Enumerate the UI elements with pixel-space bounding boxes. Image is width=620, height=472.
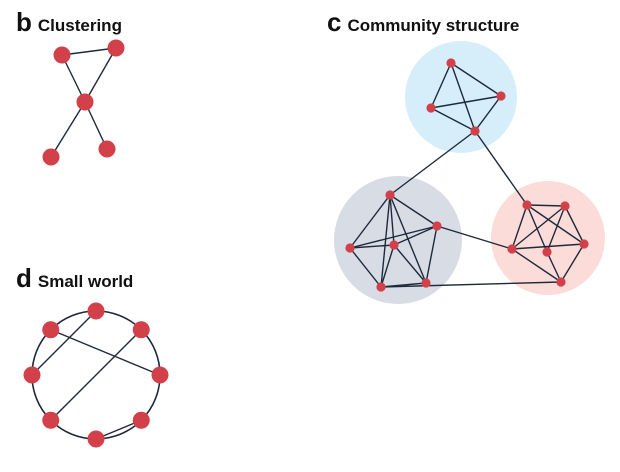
clustering-node — [53, 46, 71, 64]
community-edge — [450, 62, 476, 132]
community-edge — [349, 194, 391, 249]
panel-b-label: b Clustering — [16, 9, 122, 35]
small-world-node — [132, 321, 150, 339]
community-edge — [546, 205, 566, 253]
community-node — [376, 282, 386, 292]
community-edge — [511, 248, 562, 283]
community-edge — [474, 130, 528, 206]
community-node — [345, 243, 355, 253]
shortcut-edge — [50, 329, 142, 421]
small-world-node — [42, 321, 60, 339]
community-node — [446, 58, 456, 68]
community-edge — [526, 204, 566, 207]
community-edge — [389, 194, 438, 227]
community-node — [507, 244, 517, 254]
community-node — [432, 221, 442, 231]
community-region — [334, 176, 462, 304]
community-edge — [393, 244, 427, 284]
community-node — [426, 103, 436, 113]
clustering-edge — [50, 101, 86, 158]
small-world-node — [151, 366, 169, 384]
clustering-node — [76, 93, 94, 111]
panel-title-community-structure: Community structure — [347, 16, 520, 35]
community-network — [334, 41, 605, 304]
clustering-node — [98, 140, 116, 158]
community-node — [522, 200, 532, 210]
community-edge — [389, 130, 476, 196]
small-world-node — [23, 366, 41, 384]
clustering-network — [42, 39, 125, 166]
community-node — [385, 190, 395, 200]
community-node — [421, 278, 431, 288]
clustering-edge — [84, 47, 117, 103]
community-edge — [349, 244, 395, 249]
small-world-node — [87, 302, 105, 320]
community-edge — [511, 204, 528, 250]
panel-title-clustering: Clustering — [37, 16, 122, 35]
community-edge — [511, 243, 585, 250]
panel-title-small-world: Small world — [37, 272, 134, 291]
panel-d-label: d Small world — [16, 265, 133, 291]
community-edge — [511, 205, 566, 250]
community-node — [470, 126, 480, 136]
community-edge — [474, 95, 502, 132]
community-edge — [560, 243, 585, 283]
panel-letter: d — [16, 263, 32, 293]
community-node — [496, 91, 506, 101]
small-world-network — [23, 302, 169, 448]
community-node — [560, 201, 570, 211]
community-region — [405, 41, 517, 153]
community-edge — [380, 194, 391, 288]
community-node — [389, 240, 399, 250]
small-world-node — [42, 411, 60, 429]
small-world-node — [132, 411, 150, 429]
community-node — [579, 239, 589, 249]
community-edge — [425, 225, 438, 284]
small-world-node — [87, 430, 105, 448]
shortcut-edge — [31, 310, 97, 376]
clustering-edge — [84, 101, 108, 150]
community-edge — [546, 251, 562, 283]
panel-c-label: c Community structure — [327, 9, 519, 35]
community-region — [491, 181, 605, 295]
community-edge — [380, 244, 395, 288]
community-edge — [393, 225, 438, 246]
community-edge — [380, 281, 562, 288]
shortcut-edge — [50, 329, 161, 376]
community-edge — [436, 225, 513, 250]
community-node — [556, 277, 566, 287]
community-edge — [430, 107, 476, 132]
clustering-node — [42, 148, 60, 166]
community-node — [542, 247, 552, 257]
community-edge — [349, 247, 382, 288]
clustering-node — [107, 39, 125, 57]
community-edge — [430, 95, 502, 109]
community-edge — [450, 62, 502, 97]
community-edge — [349, 225, 438, 249]
community-edge — [564, 205, 585, 245]
panel-letter: b — [16, 7, 32, 37]
community-edge — [526, 204, 585, 245]
panel-letter: c — [327, 7, 342, 37]
clustering-edge — [61, 54, 86, 103]
community-edge — [430, 62, 452, 109]
clustering-edge — [61, 47, 117, 56]
